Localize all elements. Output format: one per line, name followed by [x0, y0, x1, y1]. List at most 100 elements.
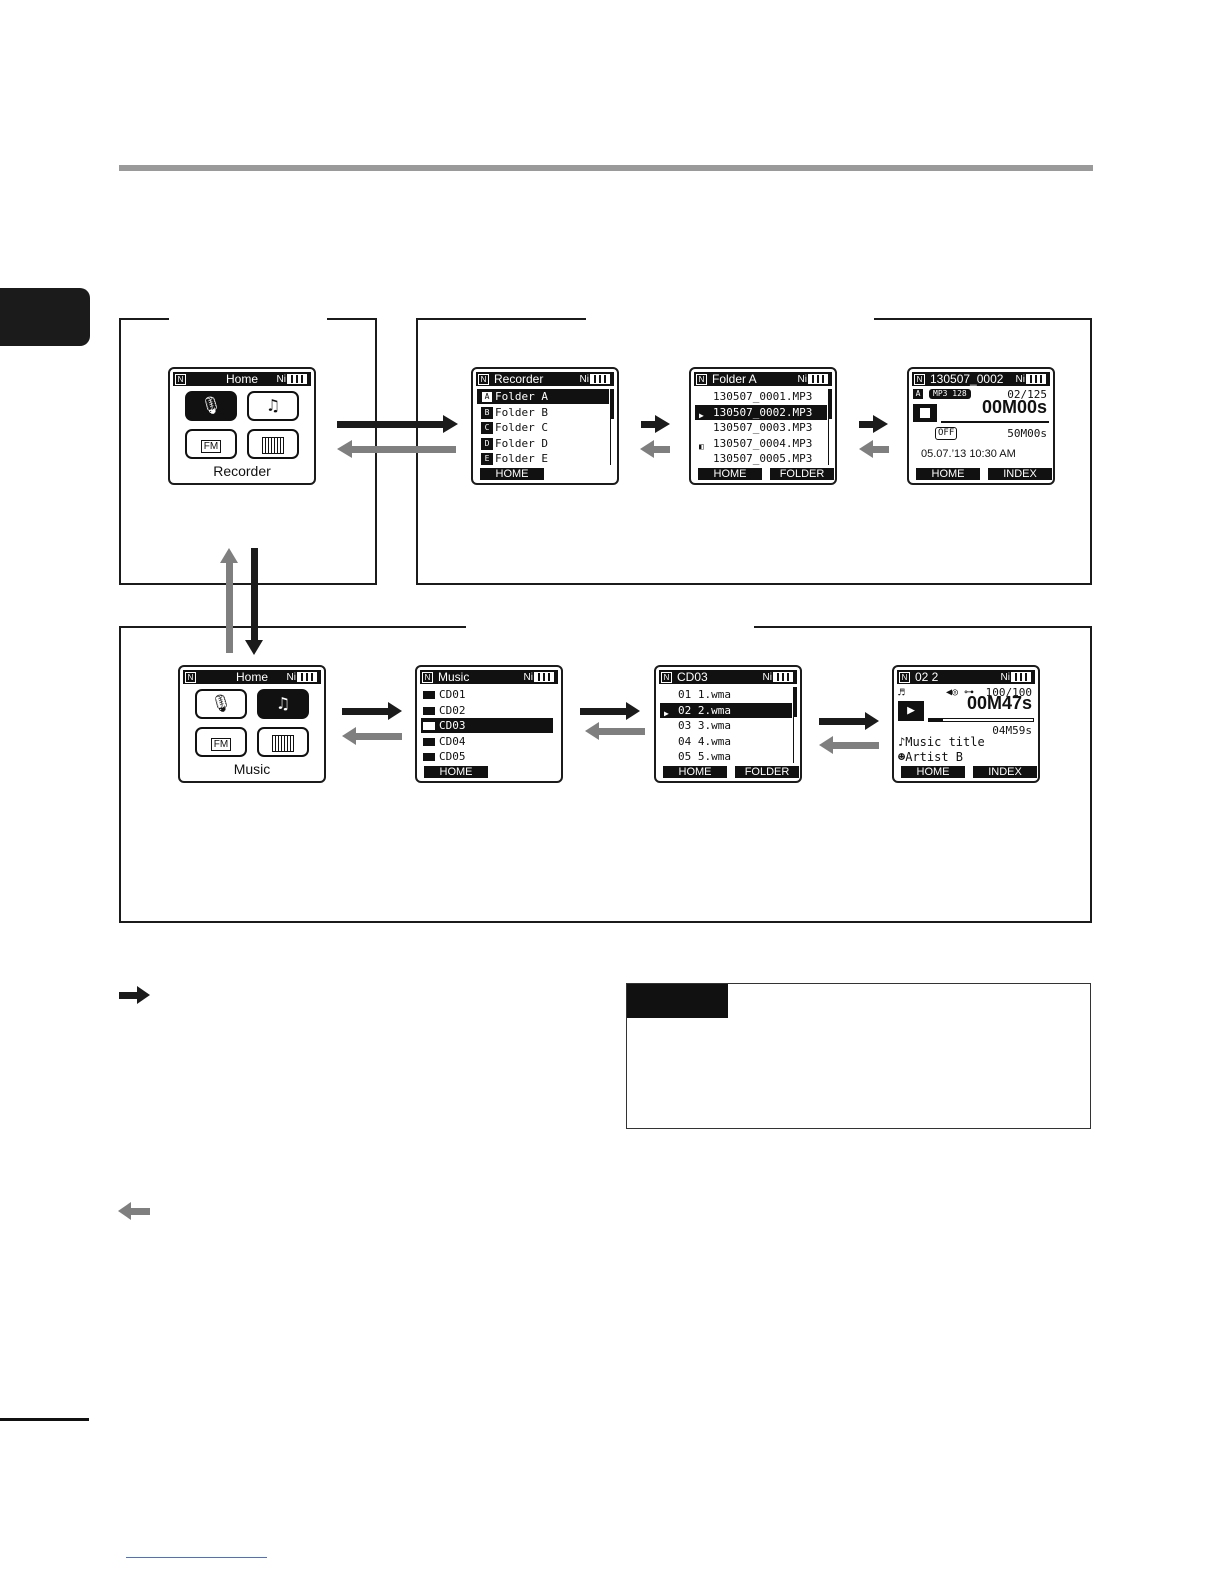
panel-title-gap [169, 315, 327, 323]
panel-title-gap [586, 315, 874, 323]
internal-memory-icon: N [175, 374, 186, 385]
home-softkey[interactable]: HOME [480, 468, 544, 480]
softkey-bar: HOME FOLDER [694, 468, 834, 480]
list-item[interactable]: ▶02 2.wma [660, 703, 792, 718]
mode-label: Music [233, 761, 271, 777]
internal-memory-icon: N [914, 374, 925, 385]
fm-radio-button[interactable]: FM [185, 429, 237, 459]
folder-softkey[interactable]: FOLDER [735, 766, 799, 778]
calendar-button[interactable] [257, 727, 309, 757]
elapsed-time: 00M47s [966, 693, 1032, 713]
battery-icon: Ni [1001, 671, 1031, 685]
home-softkey[interactable]: HOME [424, 766, 488, 778]
list-item[interactable]: CD02 [421, 703, 553, 718]
scrollbar[interactable] [793, 687, 797, 763]
fm-radio-button[interactable]: FM [195, 727, 247, 757]
home-softkey[interactable]: HOME [901, 766, 965, 778]
forward-arrow [245, 548, 263, 655]
list-item[interactable]: CD01 [421, 687, 553, 702]
title-bar: N CD03 Ni [659, 670, 797, 684]
list-item[interactable]: CD04 [421, 734, 553, 749]
footer-rule [0, 1418, 89, 1421]
folder-letter-badge: A [913, 389, 923, 399]
back-arrow [819, 736, 879, 754]
list-item[interactable]: 130507_0005.MP3 [713, 452, 813, 465]
music-panel [119, 623, 1092, 923]
list-item[interactable]: ▶130507_0002.MP3 [695, 405, 827, 420]
list-item[interactable]: 03 3.wma [678, 719, 731, 732]
folder-icon [423, 691, 435, 699]
internal-memory-icon: N [696, 374, 707, 385]
title-bar: N Home Ni [183, 670, 321, 684]
recorder-mode-button[interactable]: 🎙 [195, 689, 247, 719]
artist-icon: ☻ [898, 750, 906, 764]
back-legend-icon [118, 1202, 150, 1220]
screen-title: Recorder [494, 372, 544, 386]
folder-softkey[interactable]: FOLDER [770, 468, 834, 480]
music-note-icon: ♬ [898, 686, 905, 699]
list-item[interactable]: CD03 [421, 718, 553, 733]
folder-icon [423, 707, 435, 715]
home-softkey[interactable]: HOME [698, 468, 762, 480]
chapter-tab [0, 288, 90, 346]
progress-fill [929, 719, 943, 721]
recorder-mode-button[interactable]: 🎙 [185, 391, 237, 421]
file-length: 50M00s [1007, 427, 1047, 440]
screen-title: CD03 [677, 670, 708, 684]
screen-title: 02 2 [915, 670, 939, 684]
index-icon: ◧ [699, 442, 704, 451]
battery-icon: Ni [763, 671, 793, 685]
music-mode-button[interactable]: ♫ [257, 689, 309, 719]
screen-title: Home [225, 372, 258, 386]
stop-icon [913, 404, 937, 422]
track-length: 04M59s [992, 724, 1032, 737]
forward-legend-icon [119, 986, 150, 1004]
battery-icon: Ni [1016, 373, 1046, 387]
title-bar: N Music Ni [420, 670, 558, 684]
list-item[interactable]: 01 1.wma [678, 688, 731, 701]
list-item[interactable]: 130507_0001.MP3 [713, 390, 813, 403]
home-softkey[interactable]: HOME [663, 766, 727, 778]
forward-arrow [337, 415, 458, 433]
softkey-bar: HOME FOLDER [659, 766, 799, 778]
back-arrow [585, 722, 645, 740]
index-softkey[interactable]: INDEX [988, 468, 1052, 480]
scrollbar[interactable] [828, 389, 832, 465]
music-note-icon: ♫ [277, 694, 289, 714]
calendar-icon [272, 735, 294, 752]
format-badge: MP3 128 [929, 389, 971, 399]
list-item[interactable]: 04 4.wma [678, 735, 731, 748]
home-softkey[interactable]: HOME [916, 468, 980, 480]
music-mode-button[interactable]: ♫ [247, 391, 299, 421]
internal-memory-icon: N [899, 672, 910, 683]
header-rule [119, 165, 1093, 171]
list-item[interactable]: 05 5.wma [678, 750, 731, 763]
fm-radio-icon: FM [210, 738, 232, 751]
calendar-icon [262, 437, 284, 454]
music-home-screen: N Home Ni 🎙 ♫ FM Music [178, 665, 326, 783]
back-arrow [640, 440, 670, 458]
microphone-icon: 🎙 [210, 694, 232, 714]
calendar-button[interactable] [247, 429, 299, 459]
forward-arrow [859, 415, 888, 433]
battery-icon: Ni [277, 373, 307, 387]
folder-icon [423, 738, 435, 746]
softkey-bar: HOME [476, 468, 614, 480]
list-item[interactable]: ◧130507_0004.MP3 [695, 436, 827, 451]
scrollbar[interactable] [610, 389, 614, 465]
fm-radio-icon: FM [200, 440, 222, 453]
index-softkey[interactable]: INDEX [973, 766, 1037, 778]
list-item[interactable]: 130507_0003.MP3 [713, 421, 813, 434]
title-bar: N Recorder Ni [476, 372, 614, 386]
softkey-bar: HOME INDEX [897, 766, 1037, 778]
file-count: 02/125 [1007, 388, 1047, 401]
battery-icon: Ni [524, 671, 554, 685]
cd03-track-list-screen: N CD03 Ni 01 1.wma ▶02 2.wma 03 3.wma 04… [654, 665, 802, 783]
list-item[interactable]: CD05 [421, 749, 553, 764]
